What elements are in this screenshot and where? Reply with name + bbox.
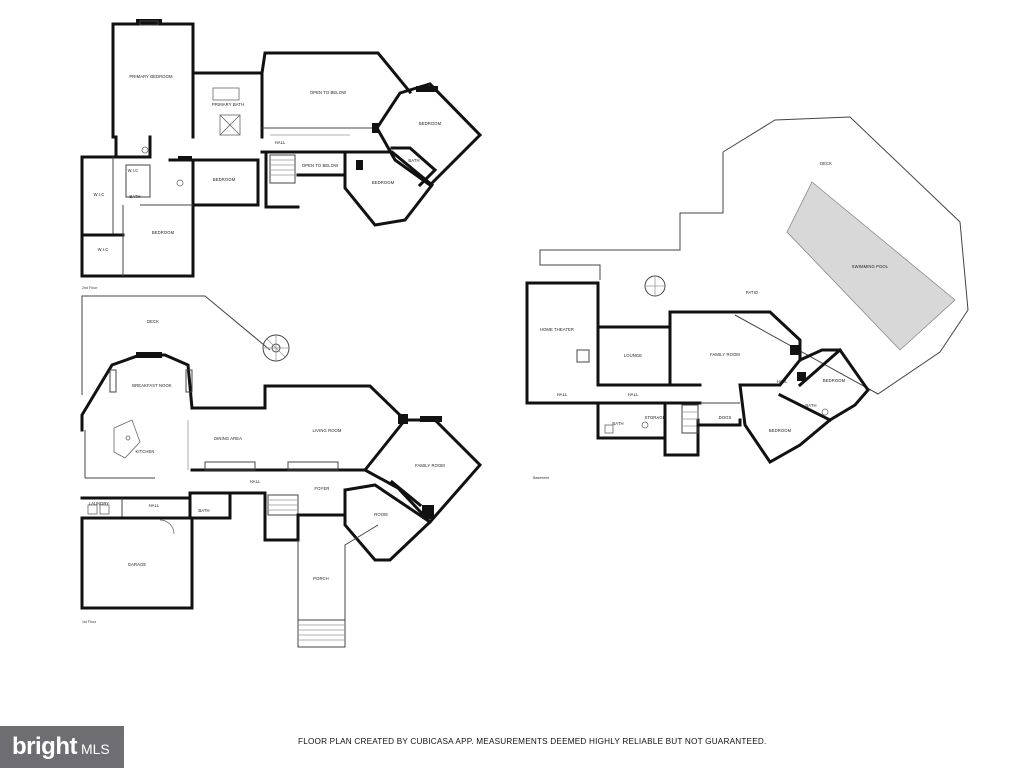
label-hall-bsmt-e: HALL xyxy=(777,379,788,384)
label-swimming-pool: SWIMMING POOL xyxy=(852,264,889,269)
bright-mls-logo: bright MLS xyxy=(0,726,124,768)
label-wic-2: W.I.C xyxy=(94,192,105,197)
label-hall-1st-c: HALL xyxy=(250,479,261,484)
label-bedroom-2nd-sw: BEDROOM xyxy=(152,230,175,235)
label-laundry: LAUNDRY xyxy=(89,501,110,506)
second-floor-plan xyxy=(80,19,483,278)
logo-mls-suffix: MLS xyxy=(80,741,110,757)
label-bath-bsmt: BATH xyxy=(612,421,623,426)
label-primary-bedroom: PRIMARY BEDROOM xyxy=(129,74,173,79)
room-labels: PRIMARY BEDROOM PRIMARY BATH OPEN TO BEL… xyxy=(89,74,889,581)
label-bedroom-bsmt-ne: BEDROOM xyxy=(823,378,846,383)
label-foyer: FOYER xyxy=(315,486,330,491)
label-breakfast-nook: BREAKFAST NOOK xyxy=(132,383,172,388)
label-hall-bsmt-c: HALL xyxy=(628,392,639,397)
first-floor-plan xyxy=(80,295,483,648)
label-hall-1st-w: HALL xyxy=(149,503,160,508)
label-hall-bsmt-w: HALL xyxy=(557,392,568,397)
label-bedroom-bsmt-e: BEDROOM xyxy=(769,428,792,433)
label-wic-3: W.I.C xyxy=(98,247,109,252)
floor-label-basement: Basement xyxy=(533,476,549,480)
label-deck-1st: DECK xyxy=(147,319,159,324)
label-home-theater: HOME THEATER xyxy=(540,327,574,332)
label-bedroom-2nd-mid: BEDROOM xyxy=(213,177,236,182)
floor-label-second: 2nd Floor xyxy=(82,286,98,290)
label-lounge: LOUNGE xyxy=(624,353,642,358)
basement-plan xyxy=(525,116,969,464)
label-doors: DOOS xyxy=(719,415,732,420)
label-bath-2nd: BATH xyxy=(408,158,419,163)
label-wic-1: W.I.C xyxy=(128,168,139,173)
label-porch: PORCH xyxy=(313,576,329,581)
label-garage: GARAGE xyxy=(128,562,147,567)
label-family-room-1st: FAMILY ROOM xyxy=(415,463,445,468)
label-room-1st: ROOM xyxy=(374,512,388,517)
label-primary-bath: PRIMARY BATH xyxy=(212,102,244,107)
label-living-room: LIVING ROOM xyxy=(312,428,341,433)
label-bedroom-2nd-ne: BEDROOM xyxy=(419,121,442,126)
label-hall-2nd: HALL xyxy=(275,140,286,145)
floor-plan-disclaimer: FLOOR PLAN CREATED BY CUBICASA APP. MEAS… xyxy=(298,737,767,746)
label-family-room-bsmt: FAMILY ROOM xyxy=(710,352,740,357)
label-kitchen: KITCHEN xyxy=(135,449,154,454)
swimming-pool-area xyxy=(786,181,956,351)
label-bath-2nd-w: BATH xyxy=(129,194,140,199)
label-bedroom-2nd-e: BEDROOM xyxy=(372,180,395,185)
label-patio: PATIO xyxy=(746,290,759,295)
label-bath-bsmt-e: BATH xyxy=(805,403,816,408)
logo-wordmark: bright xyxy=(12,733,77,760)
label-deck-bsmt: DECK xyxy=(820,161,832,166)
label-bath-1st: BATH xyxy=(198,508,209,513)
label-storage: STORAGE xyxy=(644,415,665,420)
label-dining-area: DINING AREA xyxy=(214,436,242,441)
floor-labels: 2nd Floor 1st Floor Basement xyxy=(82,286,549,624)
label-open-to-below-1: OPEN TO BELOW xyxy=(310,90,346,95)
floor-label-first: 1st Floor xyxy=(82,620,97,624)
label-open-to-below-2: OPEN TO BELOW xyxy=(302,163,338,168)
